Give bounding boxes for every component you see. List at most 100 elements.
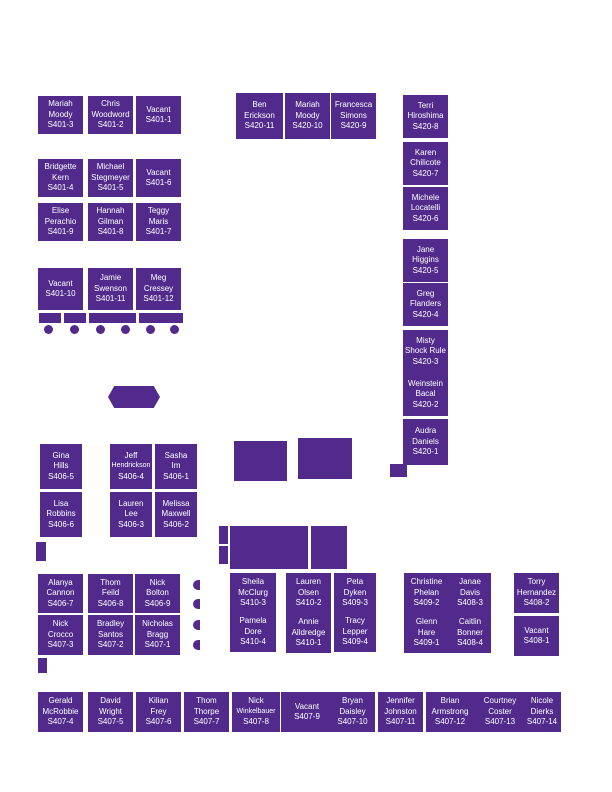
room-block [298,438,352,479]
occupant-name-line: Francesca [334,100,373,110]
occupant-name-line: Vacant [146,104,171,114]
occupant-name-line: Michael [96,162,125,172]
occupant-name-line: McClurg [238,587,268,597]
occupant-name-line: Jennifer [386,696,415,706]
occupant-name-line: Cressey [143,283,174,293]
occupant-name-line: Greg [416,288,435,298]
office-number: S409-1 [413,638,440,648]
office-number: S406-3 [118,519,144,529]
office-number: S406-5 [48,471,74,481]
office-number: S410-4 [240,637,266,647]
occupant-name-line: Chris [101,99,120,109]
occupant-name-line: Thorpe [193,706,220,716]
occupant-name-line: Bacal [415,389,436,399]
office-number: S410-2 [295,598,322,608]
occupant-name-line: Hendrickson [111,462,151,470]
occupant-name-line: Flanders [409,299,442,309]
occupant-name-line: Shock Rule [405,346,446,356]
occupant-name-line: Bridgette [44,162,77,172]
occupant-name-line: Higgins [412,255,439,265]
occupant-name-line: Santos [98,629,123,639]
occupant-name-line: Im [171,461,181,471]
occupant-name-line: Hills [53,461,69,471]
occupant-name-line: Vacant [146,167,171,177]
occupant-name-line: Johnston [384,706,417,716]
occupant-name-line: Caitlin [458,617,482,627]
conference-table [89,313,136,323]
occupant-name-line: Alldredge [291,627,326,637]
conference-table [64,313,86,323]
office-number: S406-7 [47,598,74,608]
occupant-name-line: Nicole [530,696,554,706]
occupant-name-line: Kern [52,172,69,182]
chair [70,325,79,334]
occupant-name-line: Locatelli [410,203,441,213]
office-number: S407-13 [484,717,516,727]
office-number: S407-12 [434,717,466,727]
occupant-name-line: Coster [488,706,512,716]
occupant-name-line: Melissa [162,498,190,508]
office-number: S409-3 [342,598,368,608]
office-number: S420-3 [412,356,439,366]
chair [193,599,200,609]
